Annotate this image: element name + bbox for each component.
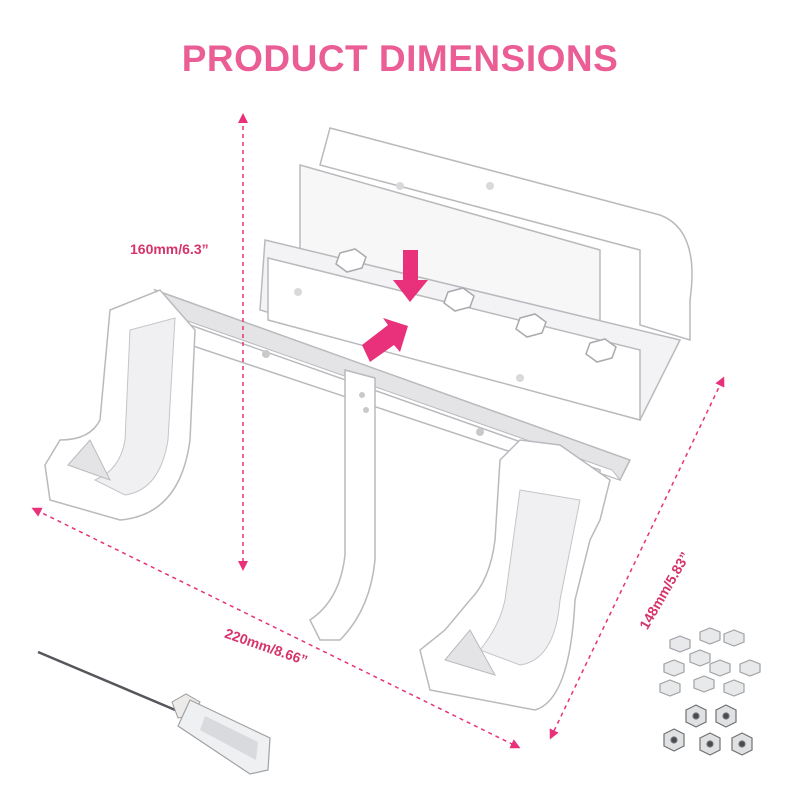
tray-part: [259, 127, 693, 421]
height-dimension-label: 160mm/6.3”: [130, 241, 209, 257]
hex-holes: [335, 248, 617, 363]
screwdriver-icon: [37, 650, 271, 775]
hex-bolt-icon: [663, 704, 753, 756]
tray-back-plate: [319, 127, 693, 342]
up-right-arrow-icon: [362, 318, 408, 362]
depth-dimension-line: [549, 376, 725, 740]
page-title: PRODUCT DIMENSIONS: [181, 38, 619, 79]
down-arrow-icon: [393, 250, 428, 302]
width-dimension-line: [31, 507, 521, 749]
hardware-set: [659, 627, 761, 756]
hex-nut-icon: [659, 627, 761, 697]
